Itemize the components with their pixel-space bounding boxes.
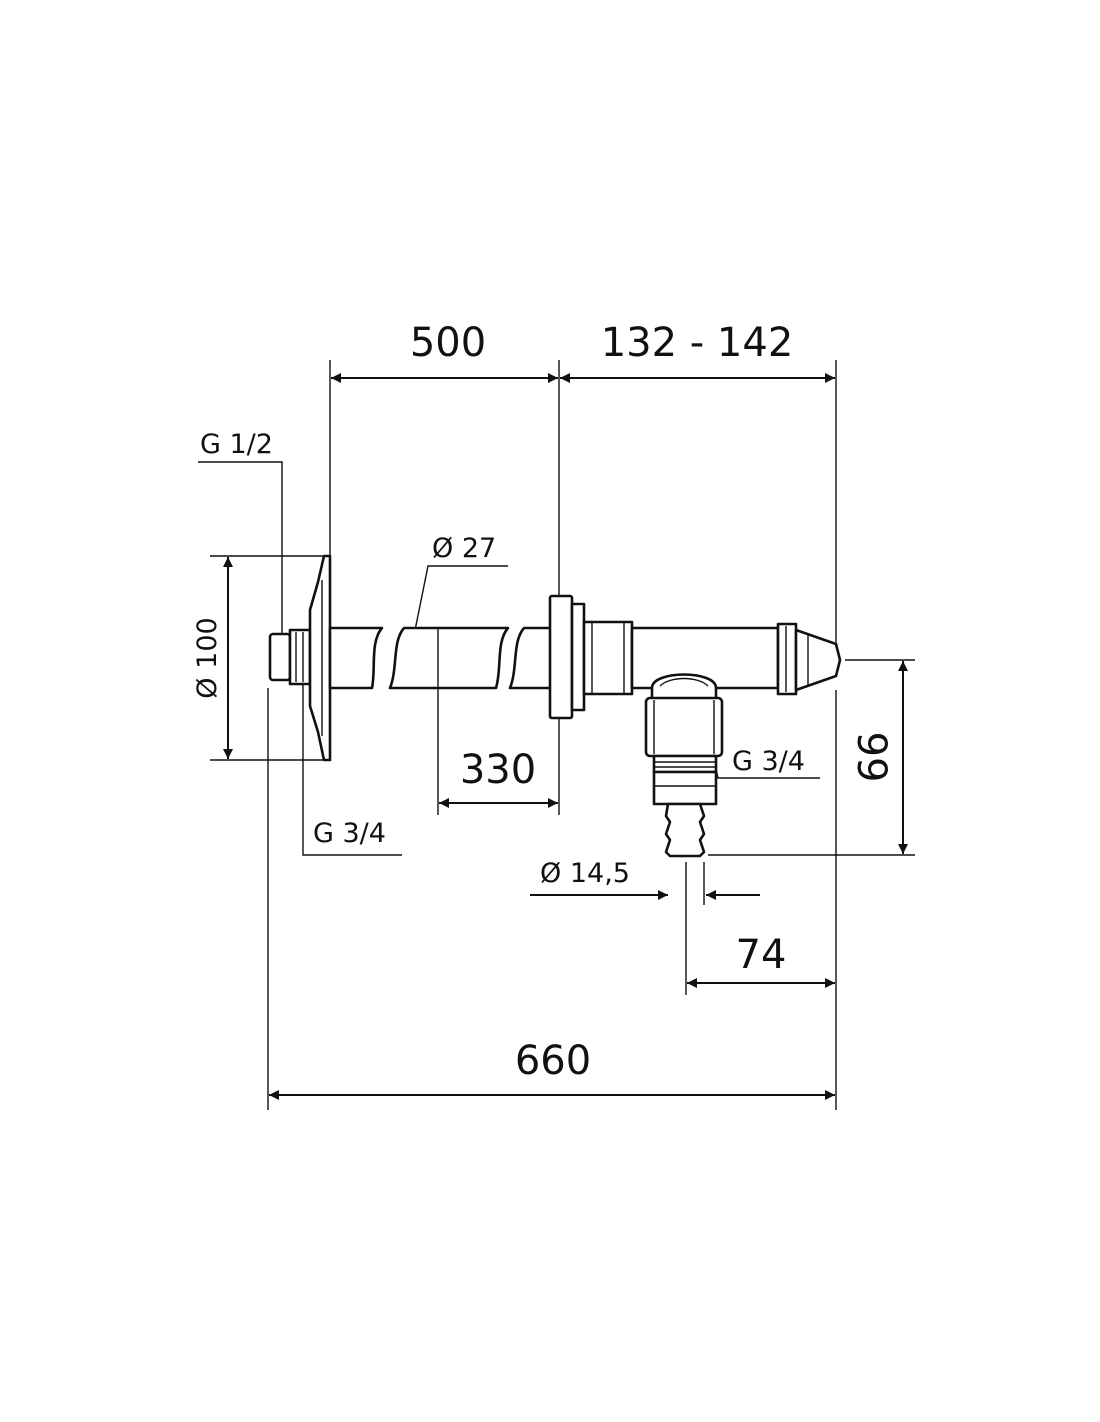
- inlet-nut: [288, 628, 312, 686]
- outlet-thread: [652, 754, 718, 774]
- outlet-nut: [652, 770, 718, 806]
- pipe-segment-1: [328, 626, 384, 690]
- body-flange: [548, 594, 574, 720]
- dim-text-99: 99: [848, 732, 894, 783]
- label-pipe-diameter: Ø 27: [432, 533, 496, 564]
- dim-text-660: 660: [515, 1038, 591, 1084]
- pipe-segment-3: [508, 626, 554, 690]
- dim-text-132-142: 132 - 142: [601, 320, 794, 366]
- dimension-texts: 500 132 - 142 330 660 74 99: [410, 320, 894, 1084]
- handle-cone: [794, 628, 842, 692]
- dim-text-500: 500: [410, 320, 486, 366]
- label-outlet-thread: G 3/4: [732, 746, 805, 777]
- label-inlet-thread: G 1/2: [200, 429, 273, 460]
- label-hose-diameter: Ø 14,5: [540, 858, 630, 889]
- outlet-body: [644, 696, 724, 758]
- wall-flange: [308, 554, 332, 762]
- inlet-nipple: [268, 632, 292, 682]
- spindle-nut: [776, 622, 798, 696]
- pipe-segment-2: [388, 626, 510, 690]
- body-collar: [582, 620, 634, 696]
- dim-text-74: 74: [736, 932, 787, 978]
- label-flange-diameter: Ø 100: [192, 617, 223, 698]
- label-texts: G 1/2 G 3/4 Ø 100 Ø 27 G 3/4 Ø 14,5: [192, 429, 805, 889]
- dim-text-330: 330: [460, 747, 536, 793]
- label-inlet-outer-thread: G 3/4: [313, 818, 386, 849]
- hose-tail: [664, 802, 706, 858]
- dimension-lines: [223, 373, 908, 1100]
- valve-assembly: [268, 554, 842, 858]
- extension-lines: [210, 360, 915, 1110]
